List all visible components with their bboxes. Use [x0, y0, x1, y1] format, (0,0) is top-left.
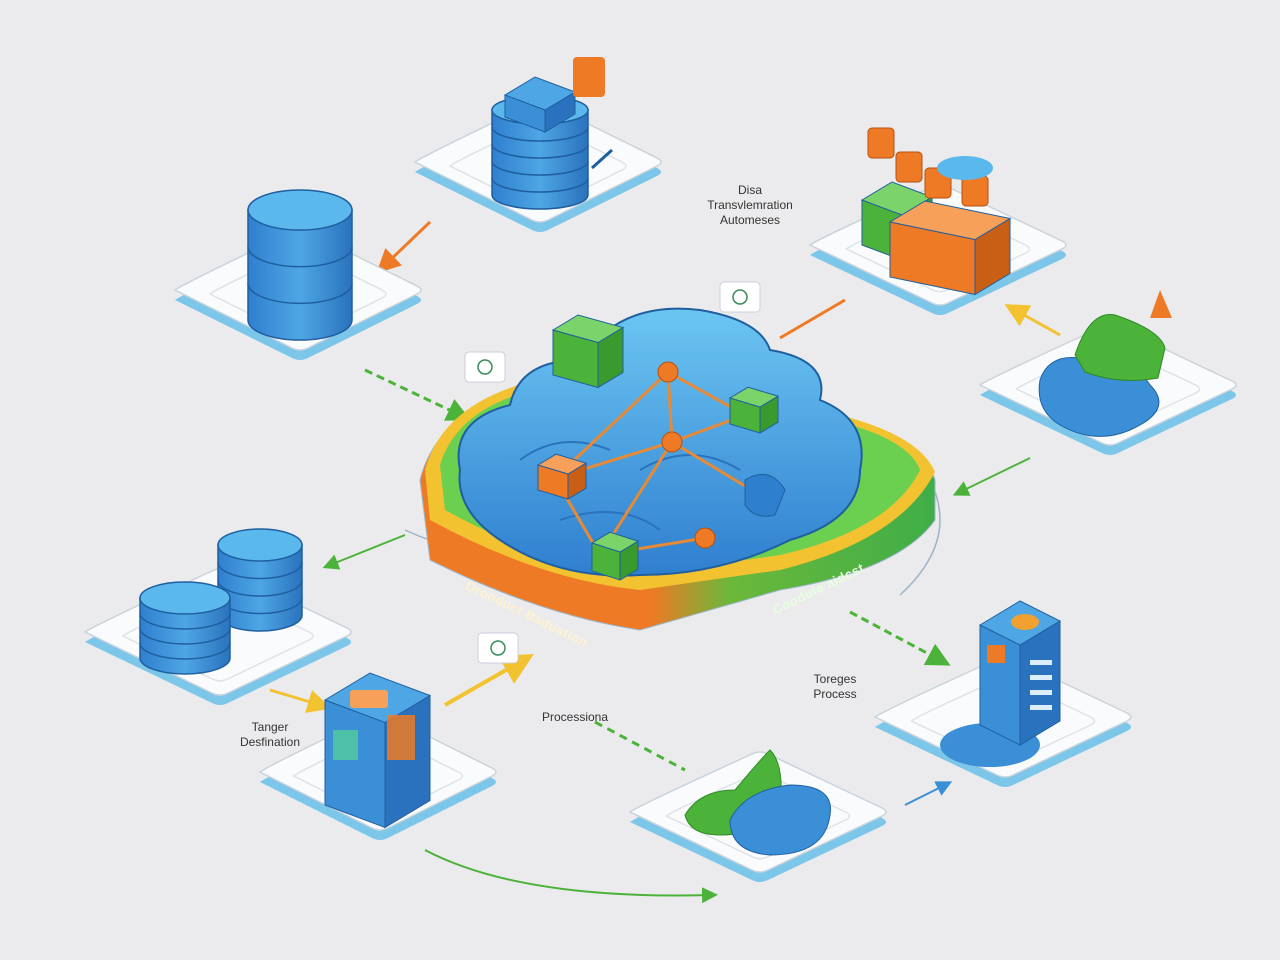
box-front	[979, 624, 1021, 746]
cloud-cap	[937, 156, 993, 180]
node-target-process	[873, 600, 1132, 787]
connector	[590, 148, 614, 170]
label-line: Disa	[737, 183, 762, 197]
label-line: Transvlemration	[707, 198, 793, 212]
cylinder-band	[217, 562, 303, 580]
node-tiles	[83, 57, 1237, 882]
cylinder-top	[139, 581, 231, 615]
box-top	[590, 531, 640, 553]
arrow	[594, 720, 686, 772]
arrow	[1004, 304, 1061, 337]
folder-icon	[350, 690, 388, 708]
arrow	[904, 781, 953, 806]
cylinder-band	[247, 283, 353, 305]
database-cap	[503, 76, 577, 133]
cylinder-band	[247, 246, 353, 268]
node-top-database	[413, 57, 662, 232]
shield-node	[744, 473, 786, 517]
cylinder-band	[491, 143, 589, 159]
green-blob	[1074, 314, 1166, 381]
cylinder-band	[491, 160, 589, 176]
cloud-contour	[519, 441, 741, 531]
rack-slot	[1030, 705, 1052, 710]
cylinder-body	[247, 209, 353, 341]
label-target-process: Toreges Process	[795, 672, 875, 702]
orange-panel	[987, 645, 1005, 663]
node-database-pair	[83, 528, 352, 705]
cylinder-band	[491, 126, 589, 142]
arrow-up-icon	[1150, 290, 1172, 318]
arrow	[322, 534, 406, 570]
box-top	[888, 200, 1012, 241]
box-top	[536, 453, 588, 475]
cylinder-band	[139, 627, 231, 645]
graph-node	[657, 361, 679, 383]
graph-node	[694, 527, 716, 549]
status-light	[1011, 614, 1039, 630]
badge-icon	[477, 359, 493, 375]
arrow	[376, 220, 432, 274]
label-line: Desfination	[239, 735, 301, 749]
label-line: Toreges	[813, 672, 857, 686]
vent-panel	[387, 715, 415, 760]
node-target-destination	[258, 672, 497, 840]
cylinder-body	[139, 597, 231, 675]
source-cylinder	[247, 189, 353, 341]
orange-cube-node	[536, 453, 588, 500]
cylinder-band	[491, 177, 589, 193]
cylinder-top	[217, 528, 303, 562]
orange-card-icon	[867, 127, 895, 159]
node-processing	[628, 749, 887, 882]
green-cube-node	[590, 531, 640, 581]
cylinder-band	[139, 612, 231, 630]
rack-slot	[1030, 660, 1052, 665]
label-target-destination: Tanger Desfination	[225, 720, 315, 750]
blue-shape	[729, 784, 831, 856]
rack-slot	[1030, 675, 1052, 680]
graph-node	[661, 431, 683, 453]
cloud-shape	[457, 307, 863, 577]
arrow	[269, 688, 332, 714]
db-stack-back	[217, 528, 303, 632]
arrow	[952, 457, 1031, 496]
node-source-database	[173, 189, 422, 360]
label-line: Process	[813, 687, 857, 701]
flag-icon	[573, 57, 605, 97]
arrow	[364, 368, 471, 421]
arrow	[444, 654, 534, 707]
box-top	[728, 386, 780, 408]
arrow	[424, 849, 718, 904]
cylinder-top	[247, 189, 353, 231]
cylinder-body	[491, 109, 589, 210]
orange-card-icon	[895, 151, 923, 183]
orange-card-icon	[961, 175, 989, 207]
central-platform	[419, 307, 936, 631]
badge-icon	[732, 289, 748, 305]
info-badge	[719, 281, 761, 313]
screen-panel	[333, 730, 358, 760]
label-processing: Processiona	[541, 710, 609, 724]
node-data-transformation	[808, 127, 1067, 315]
cylinder-band	[217, 579, 303, 597]
orange-block	[888, 200, 1012, 296]
cylinder-band	[139, 642, 231, 660]
green-cube-node	[728, 386, 780, 434]
db-stack-front	[139, 581, 231, 675]
info-badge	[464, 351, 506, 383]
box-top	[551, 314, 625, 344]
arrow	[849, 610, 951, 666]
green-box-node	[551, 314, 625, 389]
arrow	[779, 298, 846, 340]
node-blob-right	[978, 290, 1237, 455]
rack-slot	[1030, 690, 1052, 695]
label-line: Tanger	[251, 720, 289, 734]
graph-edge	[666, 371, 674, 443]
badge-icon	[490, 640, 506, 656]
info-badge	[477, 632, 519, 664]
label-data-transformation: Disa Transvlemration Automeses	[690, 183, 810, 228]
label-line: Automeses	[719, 213, 781, 227]
